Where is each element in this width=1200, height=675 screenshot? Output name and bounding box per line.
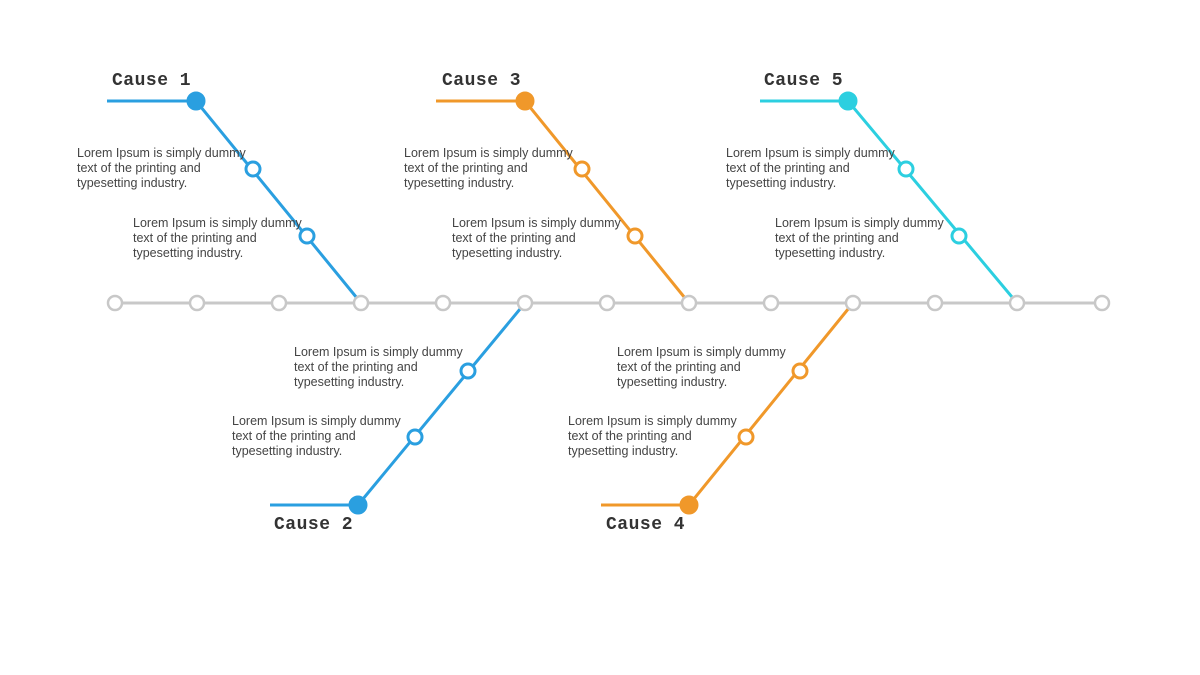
cause-4-main-node — [679, 495, 699, 515]
cause-4-item-1-node — [791, 362, 809, 380]
cause-2-title: Cause 2 — [274, 515, 354, 535]
cause-3-item-2-node — [626, 227, 644, 245]
cause-5-item-1-node — [897, 160, 915, 178]
cause-3-title: Cause 3 — [442, 71, 522, 91]
spine-node-12 — [1008, 294, 1026, 312]
spine-nodes — [106, 294, 1111, 312]
cause-2-item-2-text: Lorem Ipsum is simply dummy text of the … — [232, 414, 401, 458]
spine-node-3 — [270, 294, 288, 312]
cause-1-main-node — [186, 91, 206, 111]
spine-node-2 — [188, 294, 206, 312]
cause-2-item-2-node — [406, 428, 424, 446]
cause-4-item-1-text: Lorem Ipsum is simply dummy text of the … — [617, 345, 786, 389]
cause-2-item-1-node — [459, 362, 477, 380]
cause-5-main-node — [838, 91, 858, 111]
spine-node-6 — [516, 294, 534, 312]
cause-3-item-2-text: Lorem Ipsum is simply dummy text of the … — [452, 216, 621, 260]
cause-3-item-1-node — [573, 160, 591, 178]
cause-1-branch — [107, 99, 363, 304]
cause-3-branch — [436, 99, 691, 304]
spine-node-11 — [926, 294, 944, 312]
spine-node-9 — [762, 294, 780, 312]
spine-node-4 — [352, 294, 370, 312]
spine-node-1 — [106, 294, 124, 312]
cause-5-item-1-text: Lorem Ipsum is simply dummy text of the … — [726, 146, 895, 190]
cause-2-main-node — [348, 495, 368, 515]
cause-1-item-1-node — [244, 160, 262, 178]
spine-node-13 — [1093, 294, 1111, 312]
spine-node-7 — [598, 294, 616, 312]
cause-4-branch — [601, 302, 855, 507]
cause-2-item-1-text: Lorem Ipsum is simply dummy text of the … — [294, 345, 463, 389]
cause-2-branch — [270, 302, 527, 507]
cause-4-title: Cause 4 — [606, 515, 686, 535]
cause-5-item-2-text: Lorem Ipsum is simply dummy text of the … — [775, 216, 944, 260]
cause-4-item-2-text: Lorem Ipsum is simply dummy text of the … — [568, 414, 737, 458]
cause-5-item-2-node — [950, 227, 968, 245]
cause-3-main-node — [515, 91, 535, 111]
spine-node-10 — [844, 294, 862, 312]
cause-4-item-2-node — [737, 428, 755, 446]
cause-1-item-1-text: Lorem Ipsum is simply dummy text of the … — [77, 146, 246, 190]
spine-node-5 — [434, 294, 452, 312]
cause-5-branch — [760, 99, 1019, 304]
cause-1-title: Cause 1 — [112, 71, 192, 91]
cause-3-item-1-text: Lorem Ipsum is simply dummy text of the … — [404, 146, 573, 190]
cause-1-item-2-node — [298, 227, 316, 245]
spine-node-8 — [680, 294, 698, 312]
cause-1-item-2-text: Lorem Ipsum is simply dummy text of the … — [133, 216, 302, 260]
cause-5-title: Cause 5 — [764, 71, 844, 91]
